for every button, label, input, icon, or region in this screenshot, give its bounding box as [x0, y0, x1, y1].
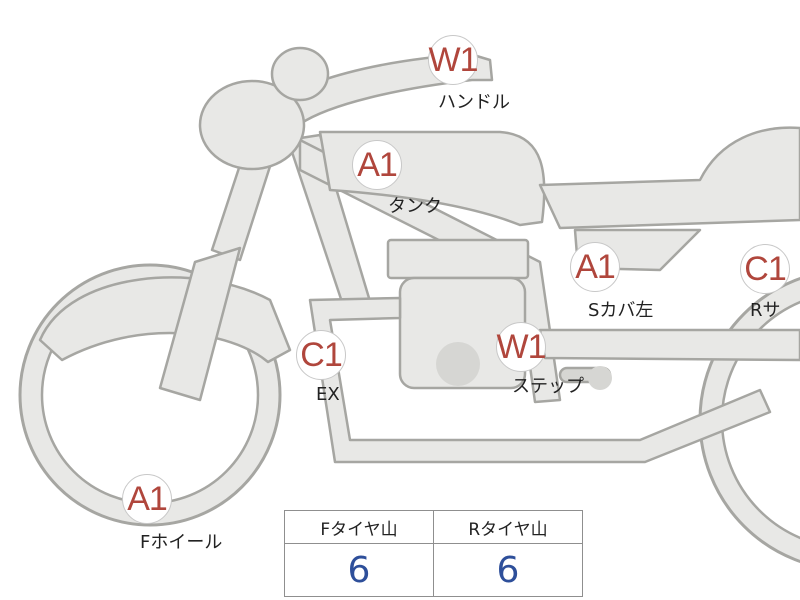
handle-grade-badge: W1: [428, 35, 479, 85]
step-grade-badge: W1: [496, 322, 547, 372]
front-tire-header: Fタイヤ山: [284, 510, 434, 544]
rear-side-grade-badge: C1: [740, 244, 790, 294]
front-wheel-grade-badge: A1: [122, 474, 172, 524]
table-header-row: Fタイヤ山 Rタイヤ山: [284, 510, 583, 544]
seat: [538, 126, 800, 230]
handle-label: ハンドル: [438, 92, 510, 113]
rear-side-label: Rサ: [750, 300, 781, 321]
engine-cover: [436, 342, 480, 386]
tank-grade-badge: A1: [352, 140, 402, 190]
rear-tire-value: 6: [433, 543, 583, 597]
headlight: [198, 79, 306, 171]
step-pivot: [588, 366, 612, 390]
exhaust-grade-badge: C1: [296, 330, 346, 380]
side-cover-label: Sカバ左: [588, 300, 654, 321]
table-row: 6 6: [284, 543, 583, 597]
fork-lower: [158, 246, 242, 402]
rear-tire-header: Rタイヤ山: [433, 510, 583, 544]
step-label: ステップ: [512, 376, 584, 397]
side-cover-grade-badge: A1: [570, 242, 620, 292]
tank-label: タンク: [388, 196, 442, 217]
front-tire-value: 6: [284, 543, 434, 597]
tire-tread-table: Fタイヤ山 Rタイヤ山 6 6: [284, 510, 583, 597]
exhaust-label: EX: [316, 384, 340, 405]
front-wheel-label: Fホイール: [140, 532, 223, 553]
headlight-cap: [270, 46, 330, 102]
swing-arm: [538, 328, 800, 362]
engine-top: [386, 238, 530, 280]
exhaust-pipe: [308, 296, 772, 464]
